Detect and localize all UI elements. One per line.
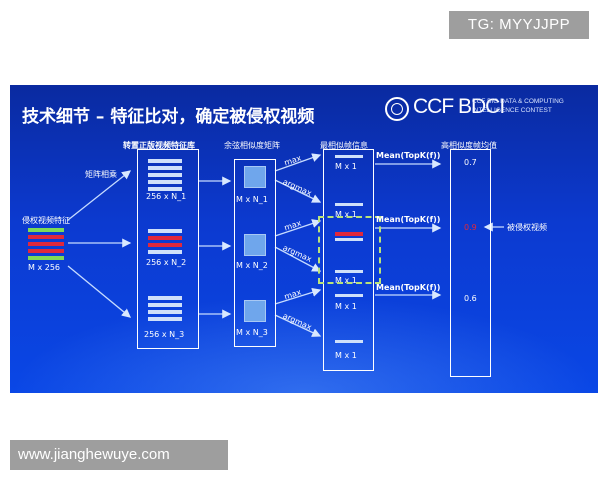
feature-bar [28,249,64,253]
info-bar [335,203,363,206]
library-bar [148,296,182,300]
arrow-input-lib3 [67,265,132,318]
contest-subtitle: CCF BIG DATA & COMPUTING INTELLIGENCE CO… [472,98,564,114]
background-glow [10,295,598,393]
mean-label-3: Mean(TopK(f)) [376,283,441,292]
similarity-dims: M x N_2 [236,261,268,270]
seal-icon [385,97,409,121]
feature-bar [28,235,64,239]
arrow-argmax1 [274,179,322,203]
feature-bar [28,228,64,232]
arrow-max3 [274,287,322,305]
highlight-dashed-box [318,216,381,284]
feature-bar [28,256,64,260]
library-bar-highlight [148,243,182,247]
arrow-max2 [274,219,322,237]
info-dims: M x 1 [335,302,357,311]
arrow-max1 [274,153,322,172]
slide: 技术细节 – 特征比对，确定被侵权视频 CCF BDCI CCF BIG DAT… [10,85,598,393]
info-title: 最相似帧信息 [320,141,368,150]
info-bar-highlight [335,232,363,236]
input-dims: M x 256 [28,263,60,272]
score-value-highlight: 0.9 [464,223,477,232]
library-box: 256 x N_1 256 x N_2 256 x N_3 [137,149,199,349]
similarity-dims: M x N_1 [236,195,268,204]
library-bar [148,303,182,307]
library-dims: 256 x N_3 [144,330,185,339]
matmul-label: 矩阵相乘 [85,170,117,179]
score-value: 0.6 [464,294,477,303]
watermark-top: TG: MYYJJPP [449,11,589,39]
result-label: 被侵权视频 [507,223,547,232]
library-bar [148,159,182,163]
info-bar [335,294,363,297]
library-bar [148,187,182,191]
library-dims: 256 x N_1 [146,192,187,201]
similarity-matrix [244,300,266,322]
info-dims: M x 1 [335,351,357,360]
library-bar-highlight [148,236,182,240]
library-dims: 256 x N_2 [146,258,187,267]
ccf-bdci-logo: CCF BDCI [413,95,505,118]
scores-title: 高相似度帧均值 [441,141,497,150]
info-dims: M x 1 [335,276,357,285]
info-dims: M x 1 [335,162,357,171]
library-bar [148,166,182,170]
library-bar [148,229,182,233]
info-box: M x 1 M x 1 M x 1 M x 1 M x 1 [323,149,374,371]
watermark-bottom: www.jianghewuye.com [10,440,228,470]
flow-arrows [67,153,504,337]
scores-box: 0.7 0.9 0.6 [450,149,491,377]
library-bar [148,180,182,184]
info-bar [335,155,363,158]
info-bar [335,340,363,343]
arrow-argmax2 [274,246,322,272]
input-label: 侵权视频特征 [22,216,70,225]
similarity-box: M x N_1 M x N_2 M x N_3 [234,159,276,347]
library-bar [148,310,182,314]
similarity-matrix [244,234,266,256]
info-bar [335,238,363,241]
library-bar [148,173,182,177]
info-bar [335,270,363,273]
arrow-argmax3 [274,314,322,337]
mean-label-2: Mean(TopK(f)) [376,215,441,224]
library-title: 转置正版视频特征库 [123,141,195,150]
similarity-matrix [244,166,266,188]
slide-title: 技术细节 – 特征比对，确定被侵权视频 [22,107,315,127]
similarity-title: 余弦相似度矩阵 [224,141,280,150]
score-value: 0.7 [464,158,477,167]
feature-bar [28,242,64,246]
library-bar [148,250,182,254]
info-dims: M x 1 [335,210,357,219]
library-bar [148,317,182,321]
similarity-dims: M x N_3 [236,328,268,337]
mean-label-1: Mean(TopK(f)) [376,151,441,160]
arrow-input-lib1 [67,170,132,221]
